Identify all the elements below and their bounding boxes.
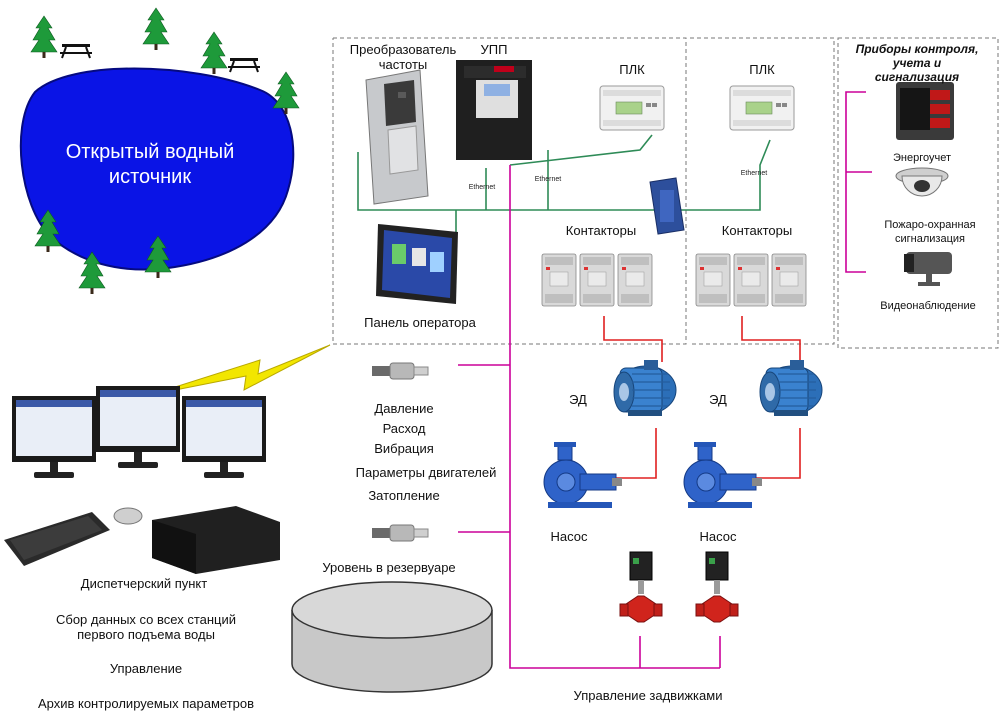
- pump-station-boundary: [332, 37, 687, 345]
- contactor-1c: [617, 253, 653, 307]
- actuated-valve-2: [695, 551, 739, 623]
- cctv-camera: [904, 252, 952, 286]
- fire-alarm-label: Пожаро-охранная сигнализация: [884, 218, 975, 246]
- dispatch-monitor-right: [182, 396, 266, 478]
- dispatch-collect-line2: первого подъема воды: [77, 627, 215, 642]
- water-source-line1: Открытый водный: [65, 141, 235, 163]
- tree-icon: [200, 31, 228, 75]
- ethernet-switch: [649, 177, 685, 235]
- fire-alarm-line1: Пожаро-охранная: [884, 219, 976, 231]
- contactor-1a: [541, 253, 577, 307]
- pump-1-label: Насос: [550, 529, 588, 544]
- freq-converter-line1: Преобразователь: [349, 42, 457, 57]
- operator-panel: [376, 224, 458, 304]
- contactor-1b: [579, 253, 615, 307]
- picnic-table-icon: [59, 43, 93, 59]
- flooding-label: Затопление: [368, 488, 440, 503]
- tree-icon: [142, 7, 170, 51]
- ethernet-label-2: Ethernet: [534, 176, 562, 183]
- pressure-sensor-icon: [371, 362, 429, 380]
- energy-meter-label: Энергоучет: [892, 152, 952, 164]
- energy-meter: [896, 82, 954, 140]
- fire-security-sensor: [895, 167, 949, 197]
- freq-converter-line2: частоты: [378, 57, 428, 72]
- valves-label: Управление задвижками: [573, 688, 723, 703]
- contactor-2a: [695, 253, 731, 307]
- contactor-2b: [733, 253, 769, 307]
- dispatch-collect: Сбор данных со всех станций первого подъ…: [56, 612, 236, 642]
- plc-1-label: ПЛК: [619, 62, 645, 77]
- keyboard: [4, 512, 110, 566]
- dispatch-monitor-center: [96, 386, 180, 468]
- pressure-label: Давление: [374, 401, 434, 416]
- monitoring-title: Приборы контроля, учета и сигнализация: [856, 42, 979, 84]
- plc-2: [729, 85, 795, 131]
- soft-starter-label: УПП: [480, 42, 508, 57]
- electric-motor-1: [613, 359, 677, 417]
- contactors-2-label: Контакторы: [721, 223, 793, 238]
- motor-1-label: ЭД: [569, 392, 587, 407]
- system-unit: [152, 506, 280, 574]
- dispatch-title: Диспетчерский пункт: [80, 576, 208, 591]
- pump-2: [683, 441, 763, 509]
- frequency-converter: [365, 69, 429, 205]
- dispatch-archive: Архив контролируемых параметров: [37, 696, 255, 711]
- water-source-line2: источник: [108, 166, 192, 188]
- plc-1: [599, 85, 665, 131]
- monitoring-title-line2: учета и: [892, 56, 942, 70]
- tank-level-label: Уровень в резервуаре: [322, 560, 456, 575]
- second-unit-boundary: [690, 37, 835, 345]
- freq-converter-label: Преобразователь частоты: [350, 42, 457, 72]
- fire-alarm-line2: сигнализация: [895, 233, 965, 245]
- motor-2-label: ЭД: [709, 392, 727, 407]
- soft-starter: [456, 60, 532, 160]
- dispatch-collect-line1: Сбор данных со всех станций: [55, 612, 237, 627]
- water-source-lake: [19, 67, 295, 271]
- dispatch-monitor-left: [12, 396, 96, 478]
- signal-wiring: [458, 91, 872, 669]
- picnic-table-icon: [227, 57, 261, 73]
- water-source-label: Открытый водный источник: [66, 140, 235, 190]
- tree-icon: [272, 71, 300, 115]
- monitoring-title-line1: Приборы контроля,: [855, 42, 979, 56]
- motor-params-label: Параметры двигателей: [355, 465, 497, 480]
- ethernet-label-3: Ethernet: [740, 170, 768, 177]
- contactor-2c: [771, 253, 807, 307]
- vibration-label: Вибрация: [374, 441, 434, 456]
- pump-1: [543, 441, 623, 509]
- monitoring-boundary: [837, 37, 999, 349]
- dispatch-control: Управление: [109, 661, 183, 676]
- plc-2-label: ПЛК: [749, 62, 775, 77]
- video-label: Видеонаблюдение: [880, 300, 976, 312]
- operator-panel-label: Панель оператора: [364, 315, 476, 330]
- ethernet-network: [357, 134, 771, 232]
- contactors-1-label: Контакторы: [565, 223, 637, 238]
- flow-label: Расход: [382, 421, 426, 436]
- mouse: [113, 507, 143, 525]
- pump-2-label: Насос: [699, 529, 737, 544]
- water-tank: [291, 581, 493, 693]
- power-wiring: [603, 316, 801, 479]
- ethernet-label-1: Ethernet: [468, 184, 496, 191]
- monitoring-title-line3: сигнализация: [874, 70, 960, 84]
- electric-motor-2: [759, 359, 823, 417]
- wireless-link-icon: [149, 344, 331, 396]
- level-sensor-icon: [371, 524, 429, 542]
- tree-icon: [30, 15, 58, 59]
- actuated-valve-1: [619, 551, 663, 623]
